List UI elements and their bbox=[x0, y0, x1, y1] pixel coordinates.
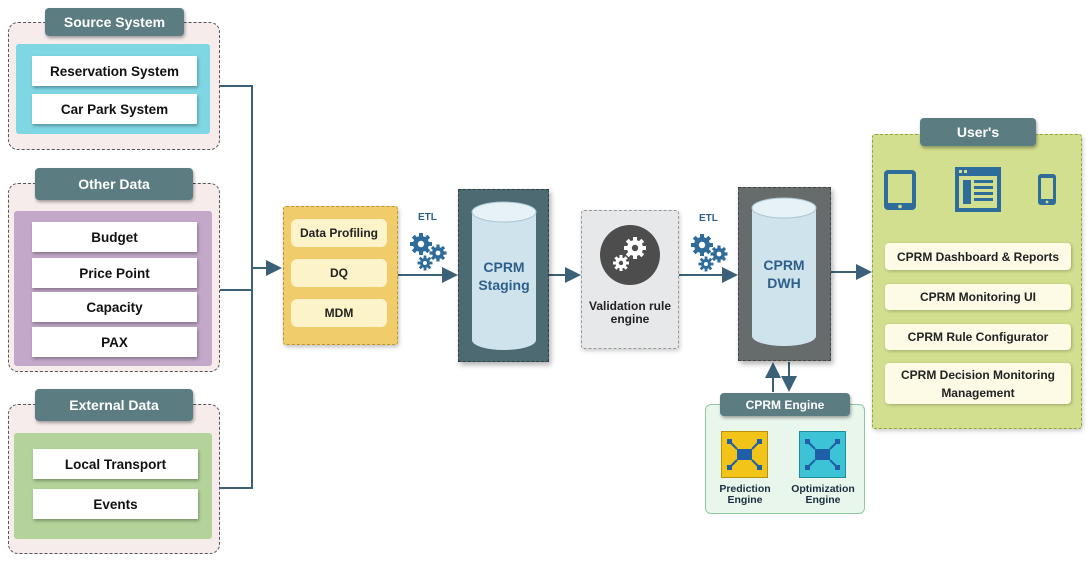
staging-cylinder-icon bbox=[471, 201, 537, 350]
users-header: User's bbox=[920, 118, 1036, 146]
source-system-header: Source System bbox=[45, 8, 184, 36]
gears-icon-2 bbox=[691, 234, 728, 272]
dashboard-window-icon bbox=[955, 167, 1001, 212]
etl-label-1: ETL bbox=[418, 212, 437, 223]
smartphone-icon bbox=[1038, 174, 1056, 205]
tablet-icon bbox=[884, 170, 916, 210]
optimization-engine-icon bbox=[799, 431, 846, 478]
prediction-engine-icon bbox=[721, 431, 768, 478]
etl-label-2: ETL bbox=[699, 213, 718, 224]
other-data-header: Other Data bbox=[35, 168, 193, 200]
validation-label: Validation rule engine bbox=[588, 299, 672, 326]
source-bus-line bbox=[220, 85, 253, 489]
gear-circle-icon bbox=[600, 225, 660, 285]
gears-icon-1 bbox=[410, 233, 447, 271]
mdm-item: MDM bbox=[291, 299, 387, 327]
decision-monitoring-item: CPRM Decision Monitoring Management bbox=[885, 363, 1071, 404]
budget-item: Budget bbox=[32, 222, 197, 252]
car-park-system-item: Car Park System bbox=[32, 94, 197, 124]
staging-label: CPRM Staging bbox=[478, 259, 530, 293]
capacity-item: Capacity bbox=[32, 292, 197, 322]
dashboard-reports-item: CPRM Dashboard & Reports bbox=[885, 243, 1071, 270]
events-item: Events bbox=[33, 489, 198, 519]
external-data-header: External Data bbox=[35, 389, 193, 421]
prediction-engine-label: Prediction Engine bbox=[719, 483, 771, 506]
cprm-engine-header: CPRM Engine bbox=[720, 393, 850, 416]
dwh-label: CPRM DWH bbox=[763, 257, 805, 291]
data-profiling-item: Data Profiling bbox=[291, 219, 387, 247]
monitoring-ui-item: CPRM Monitoring UI bbox=[885, 284, 1071, 310]
optimization-engine-label: Optimization Engine bbox=[791, 483, 855, 506]
dq-item: DQ bbox=[291, 259, 387, 287]
dwh-cylinder-icon bbox=[751, 197, 817, 346]
local-transport-item: Local Transport bbox=[33, 449, 198, 479]
price-point-item: Price Point bbox=[32, 258, 197, 288]
rule-configurator-item: CPRM Rule Configurator bbox=[885, 324, 1071, 350]
pax-item: PAX bbox=[32, 327, 197, 357]
reservation-system-item: Reservation System bbox=[32, 56, 197, 86]
